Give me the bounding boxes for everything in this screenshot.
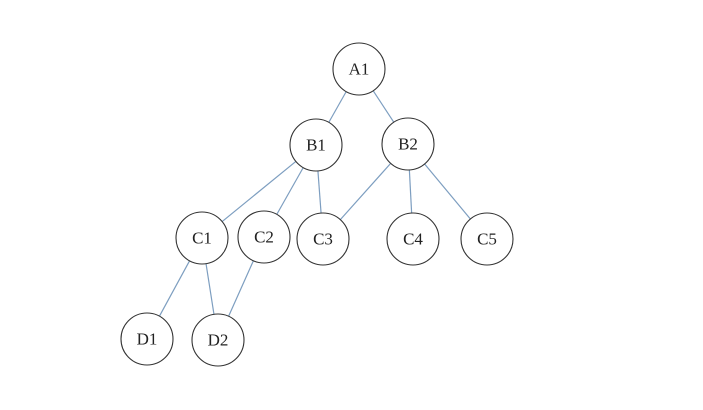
node-c4: C4: [386, 212, 440, 266]
node-label: D1: [137, 330, 158, 349]
edge-b2-c5: [424, 163, 471, 220]
node-a1: A1: [332, 42, 386, 96]
node-circle: [381, 117, 435, 171]
node-c5: C5: [460, 212, 514, 266]
node-circle: [237, 210, 291, 264]
edge-b1-c1: [221, 160, 297, 223]
edge-b1-c3: [317, 170, 322, 214]
node-label: B2: [398, 135, 418, 154]
edge-a1-b2: [372, 90, 395, 123]
edge-c2-d2: [228, 260, 254, 317]
node-circle: [175, 211, 229, 265]
node-label: C3: [313, 230, 333, 249]
node-circle: [120, 312, 174, 366]
node-circle: [332, 42, 386, 96]
node-c1: C1: [175, 211, 229, 265]
node-circle: [191, 313, 245, 367]
node-label: C1: [192, 229, 212, 248]
node-label: D2: [208, 331, 229, 350]
node-circle: [386, 212, 440, 266]
node-c3: C3: [296, 212, 350, 266]
edge-c1-d2: [205, 263, 215, 315]
node-circle: [289, 118, 343, 172]
node-label: C4: [403, 230, 423, 249]
node-c2: C2: [237, 210, 291, 264]
edge-b2-c4: [408, 169, 413, 214]
edges-layer: [158, 90, 471, 317]
edge-b1-c2: [276, 167, 304, 215]
node-label: B1: [306, 136, 326, 155]
node-b2: B2: [381, 117, 435, 171]
edge-a1-b1: [328, 91, 347, 123]
edge-c1-d1: [158, 260, 191, 317]
node-circle: [296, 212, 350, 266]
node-circle: [460, 212, 514, 266]
node-d2: D2: [191, 313, 245, 367]
node-label: C2: [254, 228, 274, 247]
edge-b2-c3: [339, 162, 392, 221]
node-d1: D1: [120, 312, 174, 366]
node-b1: B1: [289, 118, 343, 172]
node-label: A1: [349, 60, 370, 79]
node-label: C5: [477, 230, 497, 249]
